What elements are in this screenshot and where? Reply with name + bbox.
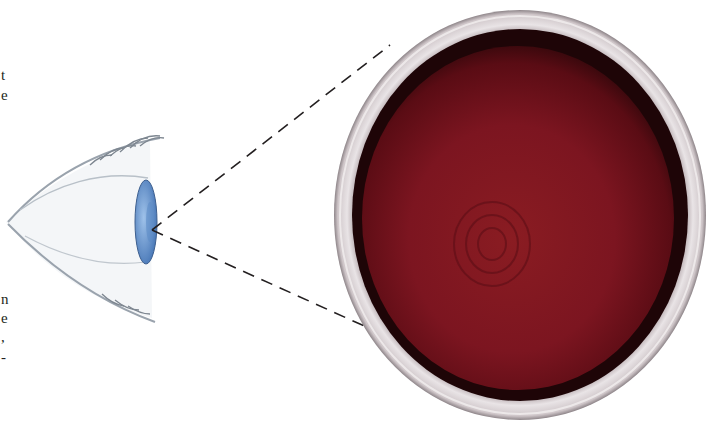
cropped-text-fragment: t xyxy=(1,68,5,83)
cropped-text-fragment: - xyxy=(1,350,6,365)
cropped-text-fragment: , xyxy=(1,330,5,345)
eye-illustration xyxy=(6,136,164,322)
wine-glass xyxy=(334,10,706,420)
cropped-text-fragment: n xyxy=(1,292,9,307)
cropped-text-fragment: e xyxy=(1,88,8,103)
cropped-text-fragment: e xyxy=(1,311,8,326)
